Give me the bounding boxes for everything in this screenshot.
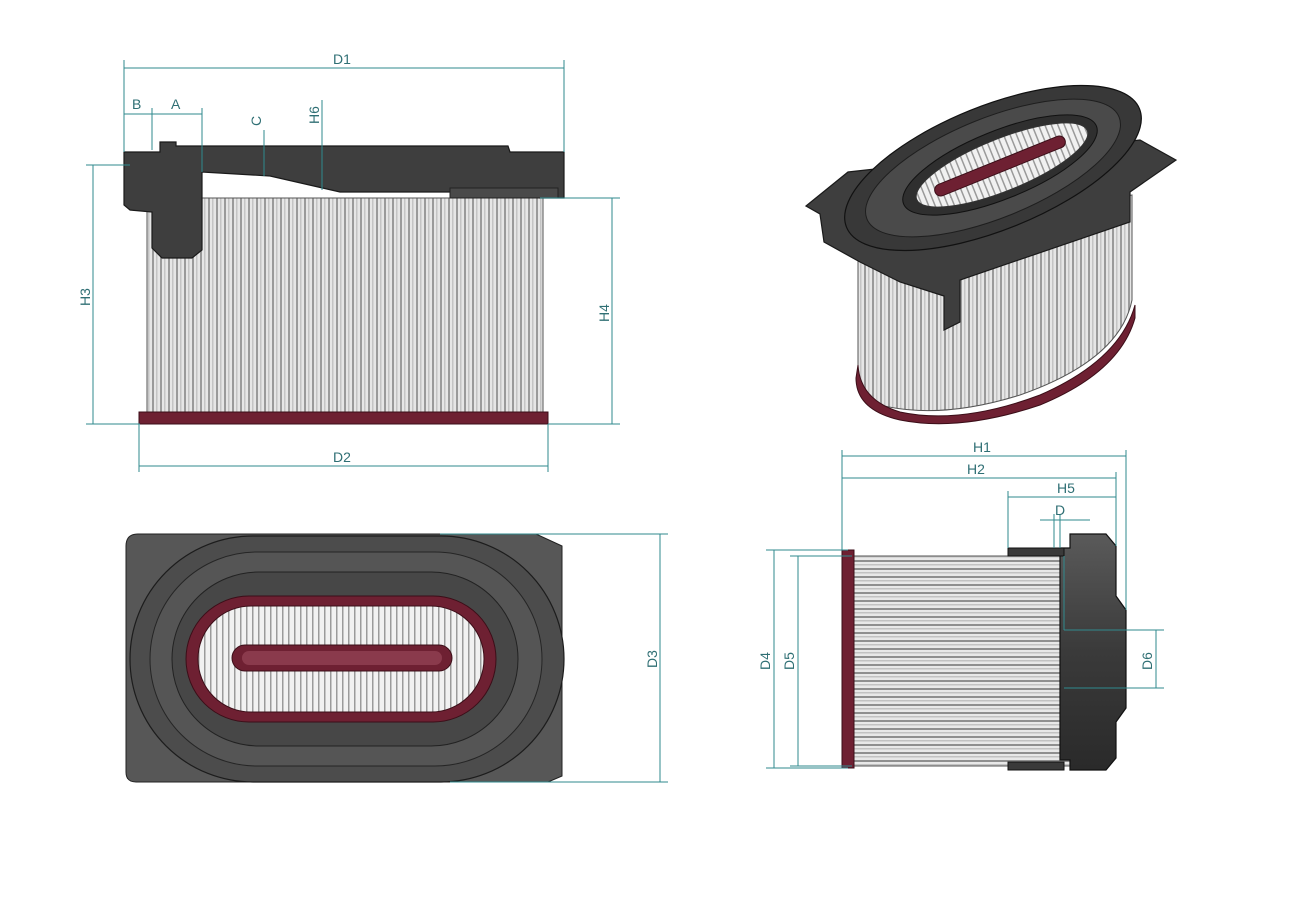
- label-h6: H6: [306, 106, 322, 124]
- housing-tab-front: [449, 187, 559, 199]
- center-bar-iso: [934, 135, 1066, 197]
- label-h5: H5: [1057, 480, 1075, 496]
- label-d4: D4: [757, 652, 773, 670]
- label-h4: H4: [596, 304, 612, 322]
- housing-side: [1059, 533, 1127, 771]
- label-b: B: [132, 96, 141, 112]
- label-d2: D2: [333, 449, 351, 465]
- filter-media-side: [851, 555, 1071, 767]
- label-h2: H2: [967, 461, 985, 477]
- top-view: [125, 533, 565, 783]
- label-d1: D1: [333, 51, 351, 67]
- top-view-dimensions: D3: [440, 533, 668, 783]
- bottom-end-cap-iso: [855, 304, 1136, 425]
- isometric-view: [804, 84, 1178, 425]
- label-c: C: [248, 116, 264, 126]
- front-view-dimensions: D1 B A C H6 H3 H4 D2: [77, 51, 620, 472]
- top-housing-front: [123, 141, 565, 259]
- label-h1: H1: [973, 439, 991, 455]
- label-d5: D5: [781, 652, 797, 670]
- label-d: D: [1055, 502, 1065, 518]
- housing-step-side: [1007, 547, 1065, 557]
- housing-step-bottom-side: [1007, 761, 1065, 771]
- bottom-end-cap-front: [138, 411, 549, 425]
- label-d6: D6: [1139, 652, 1155, 670]
- center-bar-highlight-top: [242, 651, 442, 665]
- front-view: [123, 141, 565, 425]
- side-view-dimensions: H1 H2 H5 D D4 D5 D6: [757, 439, 1164, 769]
- label-h3: H3: [77, 288, 93, 306]
- side-view: [841, 533, 1127, 771]
- filter-media-front: [146, 197, 544, 415]
- label-d3: D3: [644, 650, 660, 668]
- label-a: A: [171, 96, 181, 112]
- left-end-cap-side: [841, 549, 855, 769]
